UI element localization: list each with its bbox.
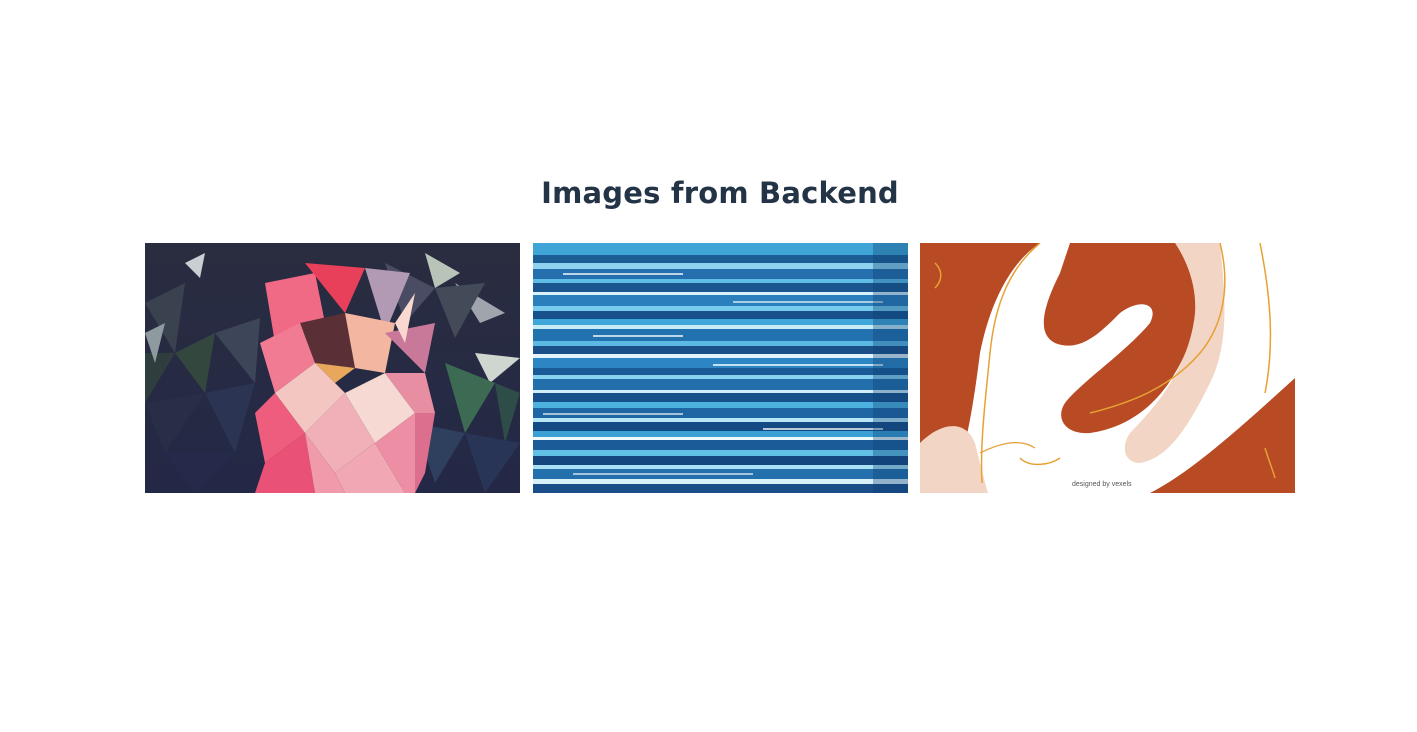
blue-streaks-picture: [533, 243, 908, 493]
gallery-image-abstract-waves[interactable]: designed by vexels: [920, 243, 1295, 493]
low-poly-rose-picture: [145, 243, 520, 493]
page-title: Images from Backend: [541, 176, 899, 210]
gallery-image-low-poly-rose[interactable]: [145, 243, 520, 493]
image-gallery: designed by vexels: [145, 243, 1295, 493]
vexels-watermark: designed by vexels: [1072, 481, 1132, 488]
watermark-text: designed by vexels: [1072, 481, 1132, 488]
abstract-waves-picture: designed by vexels: [920, 243, 1295, 493]
gallery-image-blue-streaks[interactable]: [533, 243, 908, 493]
